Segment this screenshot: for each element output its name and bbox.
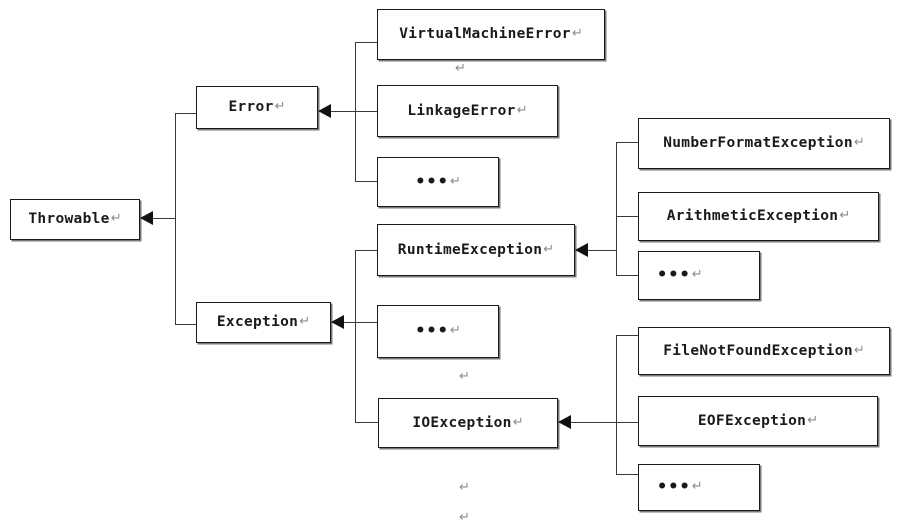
connector-io-to-more [616, 474, 639, 475]
node-error-more-label: ••• [415, 171, 449, 192]
connector-runtime-stem [575, 250, 617, 251]
connector-runtime-spine [616, 142, 617, 276]
stray-pilcrow-below-io-2: ↵ [459, 510, 470, 525]
node-io-more-label: ••• [657, 477, 691, 497]
node-exception-label: Exception [216, 314, 299, 331]
pilcrow-icon: ↵ [839, 208, 851, 223]
connector-error-spine [355, 42, 356, 182]
node-io-exception-label: IOException [412, 414, 512, 431]
node-eof-exception-label: EOFException [697, 412, 807, 429]
connector-error-stem [318, 111, 356, 112]
connector-io-stem [558, 422, 617, 423]
pilcrow-icon: ↵ [274, 99, 286, 114]
node-error-more[interactable]: •••↵ [377, 157, 499, 207]
node-arithmetic-exception-label: ArithmeticException [666, 208, 839, 225]
node-runtime-more[interactable]: •••↵ [638, 251, 760, 300]
node-linkage-error[interactable]: LinkageError↵ [377, 85, 558, 137]
connector-exception-to-more [355, 322, 378, 323]
stray-pilcrow-below-io-1: ↵ [459, 480, 470, 495]
pilcrow-icon: ↵ [571, 26, 583, 41]
connector-throwable-stem [140, 218, 176, 219]
node-runtime-exception-label: RuntimeException [397, 241, 543, 258]
pilcrow-icon: ↵ [543, 241, 555, 257]
connector-runtime-to-nfe [616, 142, 639, 143]
pilcrow-icon: ↵ [449, 173, 461, 189]
connector-exception-to-runtime [355, 250, 378, 251]
pilcrow-icon: ↵ [299, 314, 311, 329]
connector-throwable-to-exception [175, 324, 196, 325]
arrowhead-into-exception [331, 315, 344, 329]
node-number-format-exception-label: NumberFormatException [663, 135, 853, 152]
connector-io-to-fnfe [616, 335, 639, 336]
arrowhead-into-throwable [140, 211, 153, 225]
node-io-exception[interactable]: IOException ↵ [378, 398, 558, 448]
node-file-not-found-exception[interactable]: FileNotFoundException↵ [638, 327, 890, 375]
connector-runtime-to-more [616, 275, 639, 276]
connector-exception-to-io [355, 422, 378, 423]
connector-error-to-linkage [355, 111, 378, 112]
node-exception[interactable]: Exception↵ [196, 302, 331, 343]
connector-io-to-eof [616, 422, 639, 423]
arrowhead-into-runtime-exception [575, 243, 588, 257]
connector-exception-spine [355, 250, 356, 423]
node-linkage-error-label: LinkageError [407, 102, 516, 119]
connector-error-to-vme [355, 42, 378, 43]
connector-error-to-more [355, 181, 378, 182]
pilcrow-icon: ↵ [691, 267, 703, 282]
pilcrow-icon: ↵ [691, 479, 703, 494]
node-arithmetic-exception[interactable]: ArithmeticException↵ [638, 192, 879, 241]
pilcrow-icon: ↵ [853, 135, 865, 150]
stray-pilcrow-between-dots-and-io: ↵ [459, 369, 470, 384]
node-error[interactable]: Error↵ [196, 86, 318, 129]
node-file-not-found-exception-label: FileNotFoundException [663, 342, 853, 359]
node-number-format-exception[interactable]: NumberFormatException↵ [638, 118, 890, 169]
node-throwable[interactable]: Throwable↵ [10, 199, 140, 240]
pilcrow-icon: ↵ [853, 342, 865, 358]
pilcrow-icon: ↵ [110, 211, 122, 226]
connector-runtime-to-arithmetic [616, 216, 639, 217]
node-virtual-machine-error[interactable]: VirtualMachineError↵ [377, 9, 605, 60]
connector-throwable-spine [175, 113, 176, 325]
node-virtual-machine-error-label: VirtualMachineError [399, 26, 571, 43]
node-exception-more[interactable]: •••↵ [377, 305, 499, 358]
node-throwable-label: Throwable [28, 211, 110, 228]
pilcrow-icon: ↵ [516, 102, 528, 118]
connector-throwable-to-error [175, 113, 196, 114]
node-runtime-more-label: ••• [657, 265, 691, 285]
pilcrow-icon: ↵ [807, 412, 819, 428]
connector-io-spine [616, 335, 617, 475]
arrowhead-into-error [318, 104, 331, 118]
pilcrow-icon: ↵ [449, 323, 461, 338]
pilcrow-icon: ↵ [512, 414, 524, 430]
stray-pilcrow-under-vme: ↵ [455, 61, 466, 76]
arrowhead-into-io-exception [558, 415, 571, 429]
node-io-more[interactable]: •••↵ [638, 464, 760, 511]
node-eof-exception[interactable]: EOFException↵ [638, 396, 878, 446]
node-exception-more-label: ••• [415, 321, 449, 341]
node-error-label: Error [228, 99, 274, 116]
node-runtime-exception[interactable]: RuntimeException↵ [377, 224, 575, 276]
